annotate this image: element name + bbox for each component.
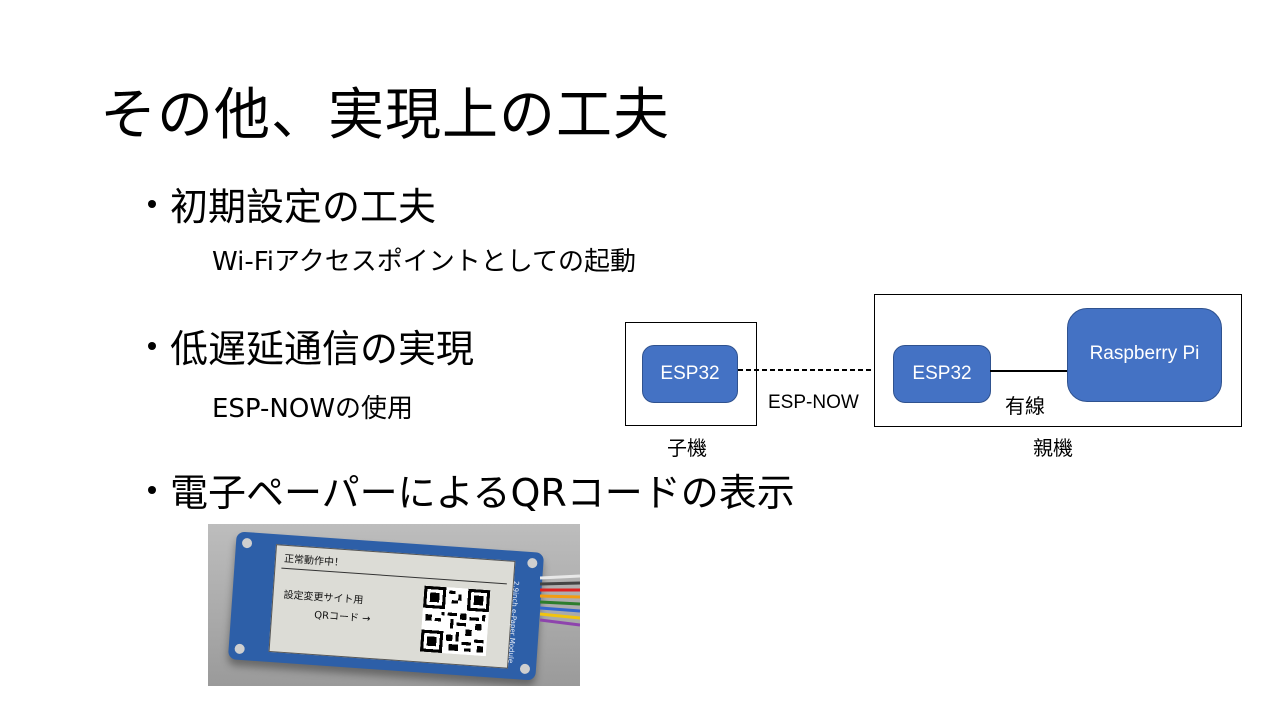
epaper-divider bbox=[281, 567, 507, 585]
qr-code-icon bbox=[419, 585, 491, 657]
wired-link bbox=[990, 370, 1068, 372]
network-diagram: ESP32 ESP-NOW ESP32 有線 Raspberry Pi 子機 親… bbox=[620, 290, 1250, 460]
wired-label: 有線 bbox=[1005, 394, 1045, 418]
parent-caption: 親機 bbox=[1033, 436, 1073, 460]
child-caption: 子機 bbox=[667, 436, 707, 460]
esp-now-link bbox=[738, 369, 892, 371]
sub-bullet-esp-now: ESP-NOWの使用 bbox=[212, 394, 414, 424]
epaper-screen: 正常動作中！ 設定変更サイト用 QRコード → bbox=[268, 544, 516, 669]
bullet-epaper-qr: 電子ペーパーによるQRコードの表示 bbox=[148, 462, 795, 517]
bullet-low-latency: 低遅延通信の実現 bbox=[148, 318, 474, 373]
mount-hole-icon bbox=[527, 557, 538, 569]
epaper-line1: 設定変更サイト用 bbox=[283, 589, 364, 607]
connector-wires-icon bbox=[540, 574, 580, 627]
bullet-dot-icon bbox=[148, 199, 156, 208]
epaper-line2: QRコード → bbox=[313, 610, 371, 625]
mount-hole-icon bbox=[234, 643, 245, 655]
mount-hole-icon bbox=[519, 663, 531, 675]
epaper-status-text: 正常動作中！ bbox=[283, 553, 345, 569]
bullet-text: 低遅延通信の実現 bbox=[170, 327, 475, 371]
bullet-dot-icon bbox=[148, 485, 156, 494]
child-esp32-node: ESP32 bbox=[642, 345, 738, 403]
epaper-pcb: 正常動作中！ 設定変更サイト用 QRコード → bbox=[227, 531, 545, 681]
bullet-text: 初期設定の工夫 bbox=[170, 185, 437, 229]
bullet-initial-setup: 初期設定の工夫 bbox=[148, 176, 436, 231]
epaper-module-photo: 正常動作中！ 設定変更サイト用 QRコード → bbox=[208, 524, 580, 686]
bullet-text: 電子ペーパーによるQRコードの表示 bbox=[170, 471, 795, 515]
bullet-dot-icon bbox=[148, 341, 156, 350]
esp-now-label: ESP-NOW bbox=[768, 392, 859, 413]
raspberry-pi-node: Raspberry Pi bbox=[1067, 308, 1222, 402]
slide-title: その他、実現上の工夫 bbox=[100, 83, 670, 148]
parent-esp32-node: ESP32 bbox=[893, 345, 991, 403]
sub-bullet-wifi-ap: Wi-Fiアクセスポイントとしての起動 bbox=[212, 247, 636, 277]
mount-hole-icon bbox=[241, 537, 253, 549]
